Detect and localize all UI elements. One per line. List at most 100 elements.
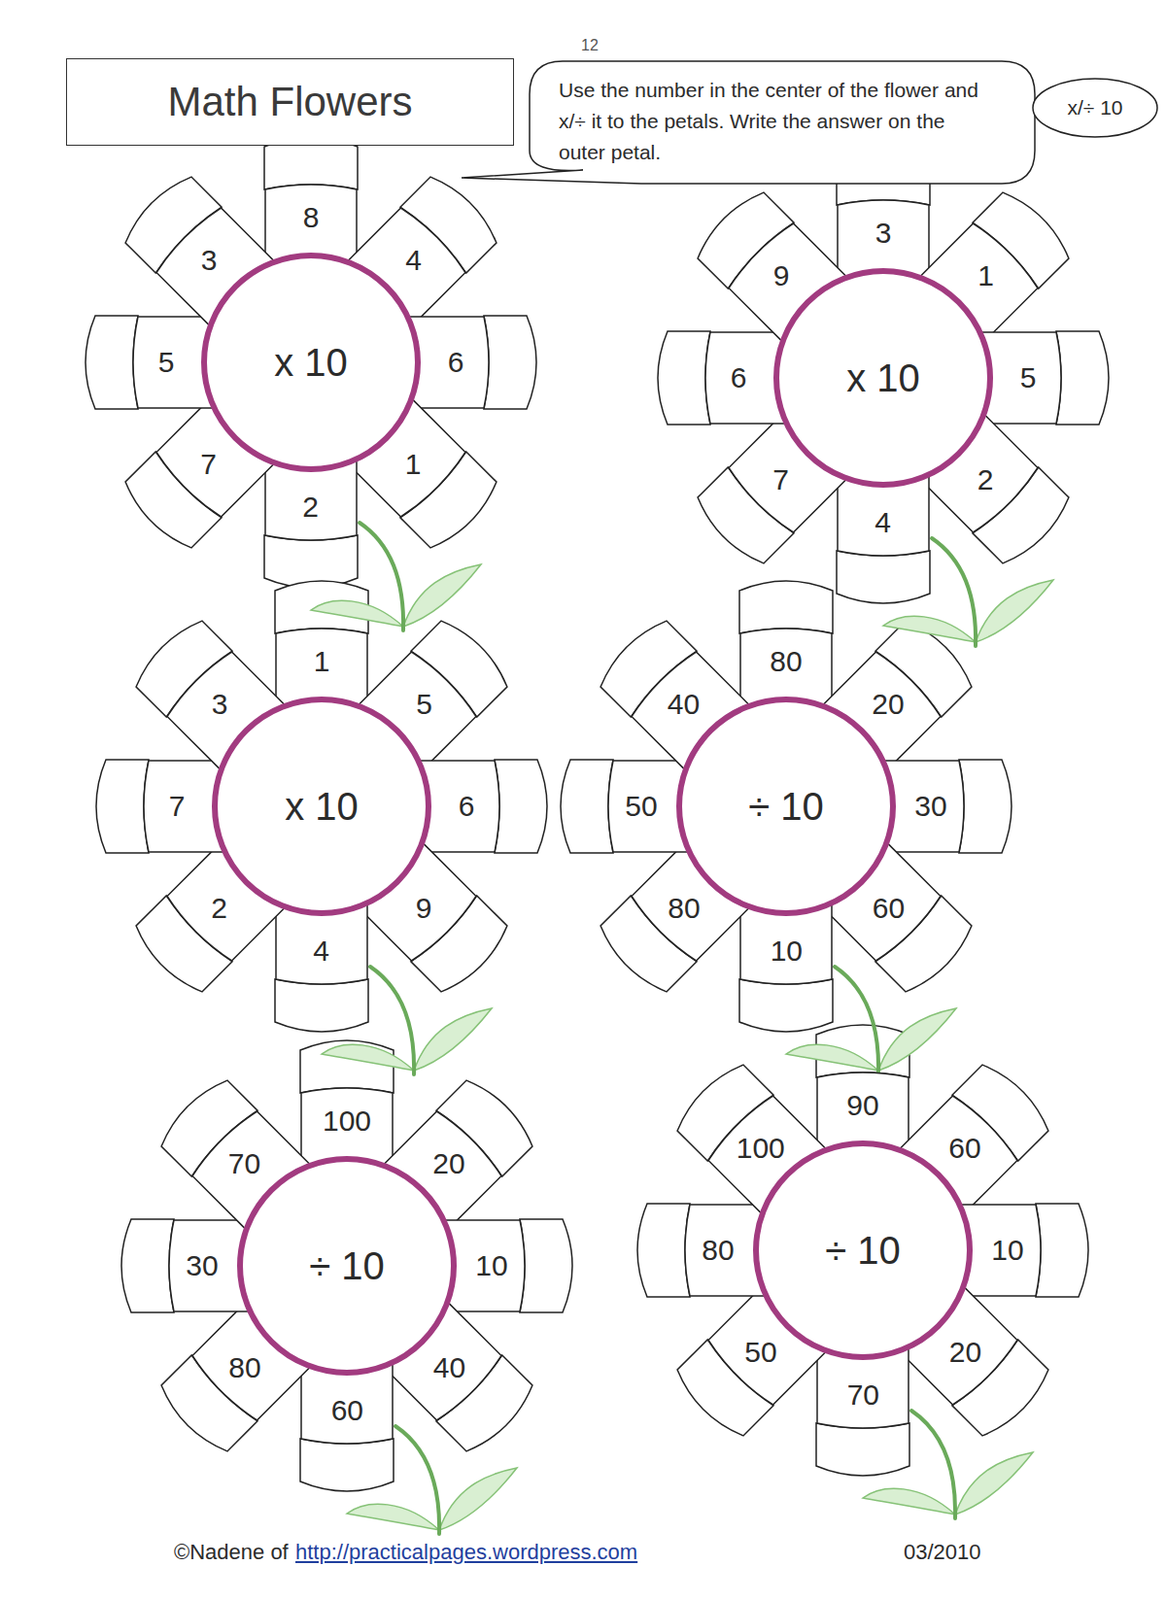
- oval-text: x/÷ 10: [1066, 96, 1123, 120]
- petal-number: 7: [200, 449, 217, 480]
- petal-shape: [152, 398, 275, 520]
- petal-number: 8: [303, 203, 320, 233]
- petal-number: 40: [667, 689, 700, 720]
- page-number: 12: [581, 36, 599, 55]
- outer-petal: [560, 759, 614, 854]
- petal-number: 100: [322, 1106, 372, 1136]
- footer-url: http://practicalpages.wordpress.com: [295, 1540, 638, 1566]
- petal-shape: [724, 413, 847, 536]
- petal-number: 20: [949, 1337, 982, 1368]
- petal-shape: [382, 1302, 505, 1424]
- leaf: [862, 1488, 956, 1515]
- petal-number: 6: [447, 347, 465, 378]
- petal-shape: [724, 219, 847, 342]
- petal-shape: [898, 1092, 1021, 1214]
- petal-number: 1: [977, 261, 995, 291]
- petal-shape: [169, 1220, 250, 1312]
- petal-shape: [837, 200, 929, 281]
- operation-text: x 10: [274, 341, 348, 385]
- petal-number: 70: [228, 1149, 261, 1179]
- petal-shape: [301, 1088, 393, 1169]
- leaf: [786, 1044, 879, 1071]
- outer-petal: [836, 550, 930, 604]
- petal-shape: [919, 219, 1041, 342]
- petal-number: 10: [991, 1235, 1024, 1266]
- petal-number: 3: [200, 245, 217, 275]
- stem: [370, 966, 414, 1075]
- leaf: [955, 1452, 1033, 1515]
- petal-shape: [301, 1363, 393, 1444]
- flower-center: ÷ 10: [753, 1140, 973, 1361]
- outer-petal: [637, 1203, 690, 1298]
- operation-text: ÷ 10: [748, 785, 824, 829]
- outer-petal: [519, 1219, 573, 1313]
- stem: [931, 538, 976, 647]
- outer-petal: [300, 1439, 394, 1492]
- operation-oval: x/÷ 10: [1031, 77, 1159, 138]
- petal-number: 70: [846, 1380, 879, 1410]
- petal-shape: [346, 398, 469, 520]
- petal-shape: [408, 316, 489, 409]
- petal-number: 80: [228, 1353, 261, 1383]
- petal-number: 5: [415, 689, 433, 720]
- petal-number: 6: [458, 791, 476, 822]
- stem: [911, 1410, 956, 1519]
- petal-number: 5: [1020, 363, 1037, 393]
- petal-number: 20: [433, 1149, 466, 1179]
- operation-text: ÷ 10: [824, 1229, 901, 1273]
- petal-number: 4: [875, 508, 892, 538]
- petal-shape: [346, 204, 469, 326]
- leaf: [883, 616, 976, 643]
- petal-shape: [163, 648, 285, 770]
- leaf: [413, 1008, 492, 1071]
- petal-number: 9: [772, 261, 789, 291]
- oval-shape: [1032, 78, 1158, 138]
- petal-number: 80: [667, 893, 700, 924]
- petal-shape: [188, 1107, 310, 1230]
- petal-shape: [960, 1204, 1041, 1297]
- petal-number: 3: [875, 218, 892, 248]
- petal-number: 1: [313, 647, 331, 677]
- instruction-text: Use the number in the center of the flow…: [558, 74, 996, 169]
- flower-center: x 10: [201, 252, 421, 473]
- petal-number: 50: [744, 1337, 777, 1368]
- leaf: [346, 1504, 440, 1531]
- petal-shape: [357, 648, 480, 770]
- petal-shape: [163, 842, 285, 964]
- leaf: [321, 1044, 414, 1071]
- petal-shape: [133, 316, 214, 409]
- bubble-shape: [461, 61, 1035, 184]
- outer-petal: [96, 759, 149, 854]
- title-text: Math Flowers: [167, 78, 412, 126]
- petal-shape: [980, 332, 1062, 424]
- petal-number: 4: [313, 936, 331, 966]
- outer-petal: [1056, 331, 1109, 425]
- petal-number: 40: [433, 1353, 466, 1383]
- petal-number: 30: [185, 1251, 218, 1281]
- outer-petal: [264, 535, 358, 588]
- petal-shape: [608, 760, 689, 853]
- petal-shape: [265, 459, 357, 541]
- stem: [834, 966, 879, 1075]
- petal-shape: [883, 760, 964, 853]
- petal-number: 10: [769, 936, 802, 966]
- petal-shape: [382, 1107, 505, 1230]
- flower-center: x 10: [773, 268, 994, 488]
- petal-number: 6: [730, 363, 748, 393]
- petal-shape: [704, 1092, 826, 1214]
- petal-shape: [740, 903, 832, 985]
- outer-petals: [657, 152, 1109, 604]
- petal-number: 90: [846, 1091, 879, 1121]
- leaf: [975, 580, 1054, 643]
- outer-petal: [85, 315, 138, 410]
- petal-number: 1: [405, 449, 422, 480]
- petal-shape: [627, 648, 750, 770]
- petal-shape: [919, 413, 1041, 536]
- petal-number: 30: [914, 791, 947, 822]
- petal-shape: [188, 1302, 310, 1424]
- outer-petal: [121, 1219, 174, 1313]
- flower-center: ÷ 10: [676, 696, 896, 917]
- stem: [359, 522, 404, 631]
- petal-number: 2: [303, 492, 320, 522]
- petal-shape: [898, 1286, 1021, 1408]
